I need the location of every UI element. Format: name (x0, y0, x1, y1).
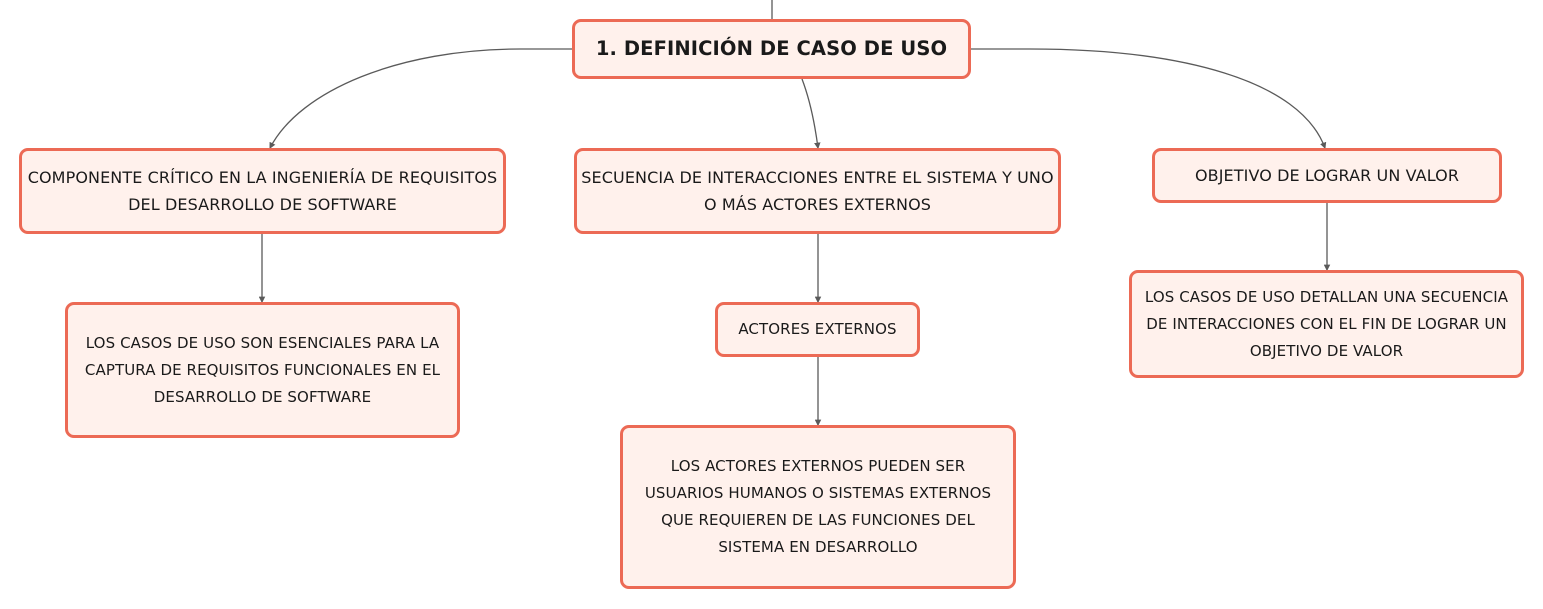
root-node[interactable]: 1. DEFINICIÓN DE CASO DE USO (572, 19, 971, 79)
child-node-actores-externos[interactable]: ACTORES EXTERNOS (715, 302, 920, 357)
child-node-label: LOS CASOS DE USO SON ESENCIALES PARA LA … (84, 333, 441, 406)
branch-node-label: COMPONENTE CRÍTICO EN LA INGENIERÍA DE R… (27, 168, 498, 214)
grandchild-node-actores-descripcion[interactable]: LOS ACTORES EXTERNOS PUEDEN SER USUARIOS… (620, 425, 1016, 589)
grandchild-node-label: LOS ACTORES EXTERNOS PUEDEN SER USUARIOS… (644, 457, 992, 556)
child-node-casos-uso-esenciales[interactable]: LOS CASOS DE USO SON ESENCIALES PARA LA … (65, 302, 460, 438)
connector-root-to-branch-3 (970, 48, 1327, 150)
connector-root-to-branch-2 (801, 78, 821, 150)
branch-node-objetivo-valor[interactable]: OBJETIVO DE LOGRAR UN VALOR (1152, 148, 1502, 203)
connector-root-to-branch-1 (269, 48, 572, 149)
child-node-casos-uso-detallan[interactable]: LOS CASOS DE USO DETALLAN UNA SECUENCIA … (1129, 270, 1524, 378)
branch-node-label: OBJETIVO DE LOGRAR UN VALOR (1194, 166, 1460, 185)
root-node-label: 1. DEFINICIÓN DE CASO DE USO (595, 37, 948, 60)
branch-node-componente-critico[interactable]: COMPONENTE CRÍTICO EN LA INGENIERÍA DE R… (19, 148, 506, 234)
branch-node-secuencia-interacciones[interactable]: SECUENCIA DE INTERACCIONES ENTRE EL SIST… (574, 148, 1061, 234)
child-node-label: ACTORES EXTERNOS (738, 320, 897, 338)
branch-node-label: SECUENCIA DE INTERACCIONES ENTRE EL SIST… (581, 168, 1054, 214)
child-node-label: LOS CASOS DE USO DETALLAN UNA SECUENCIA … (1144, 287, 1509, 360)
